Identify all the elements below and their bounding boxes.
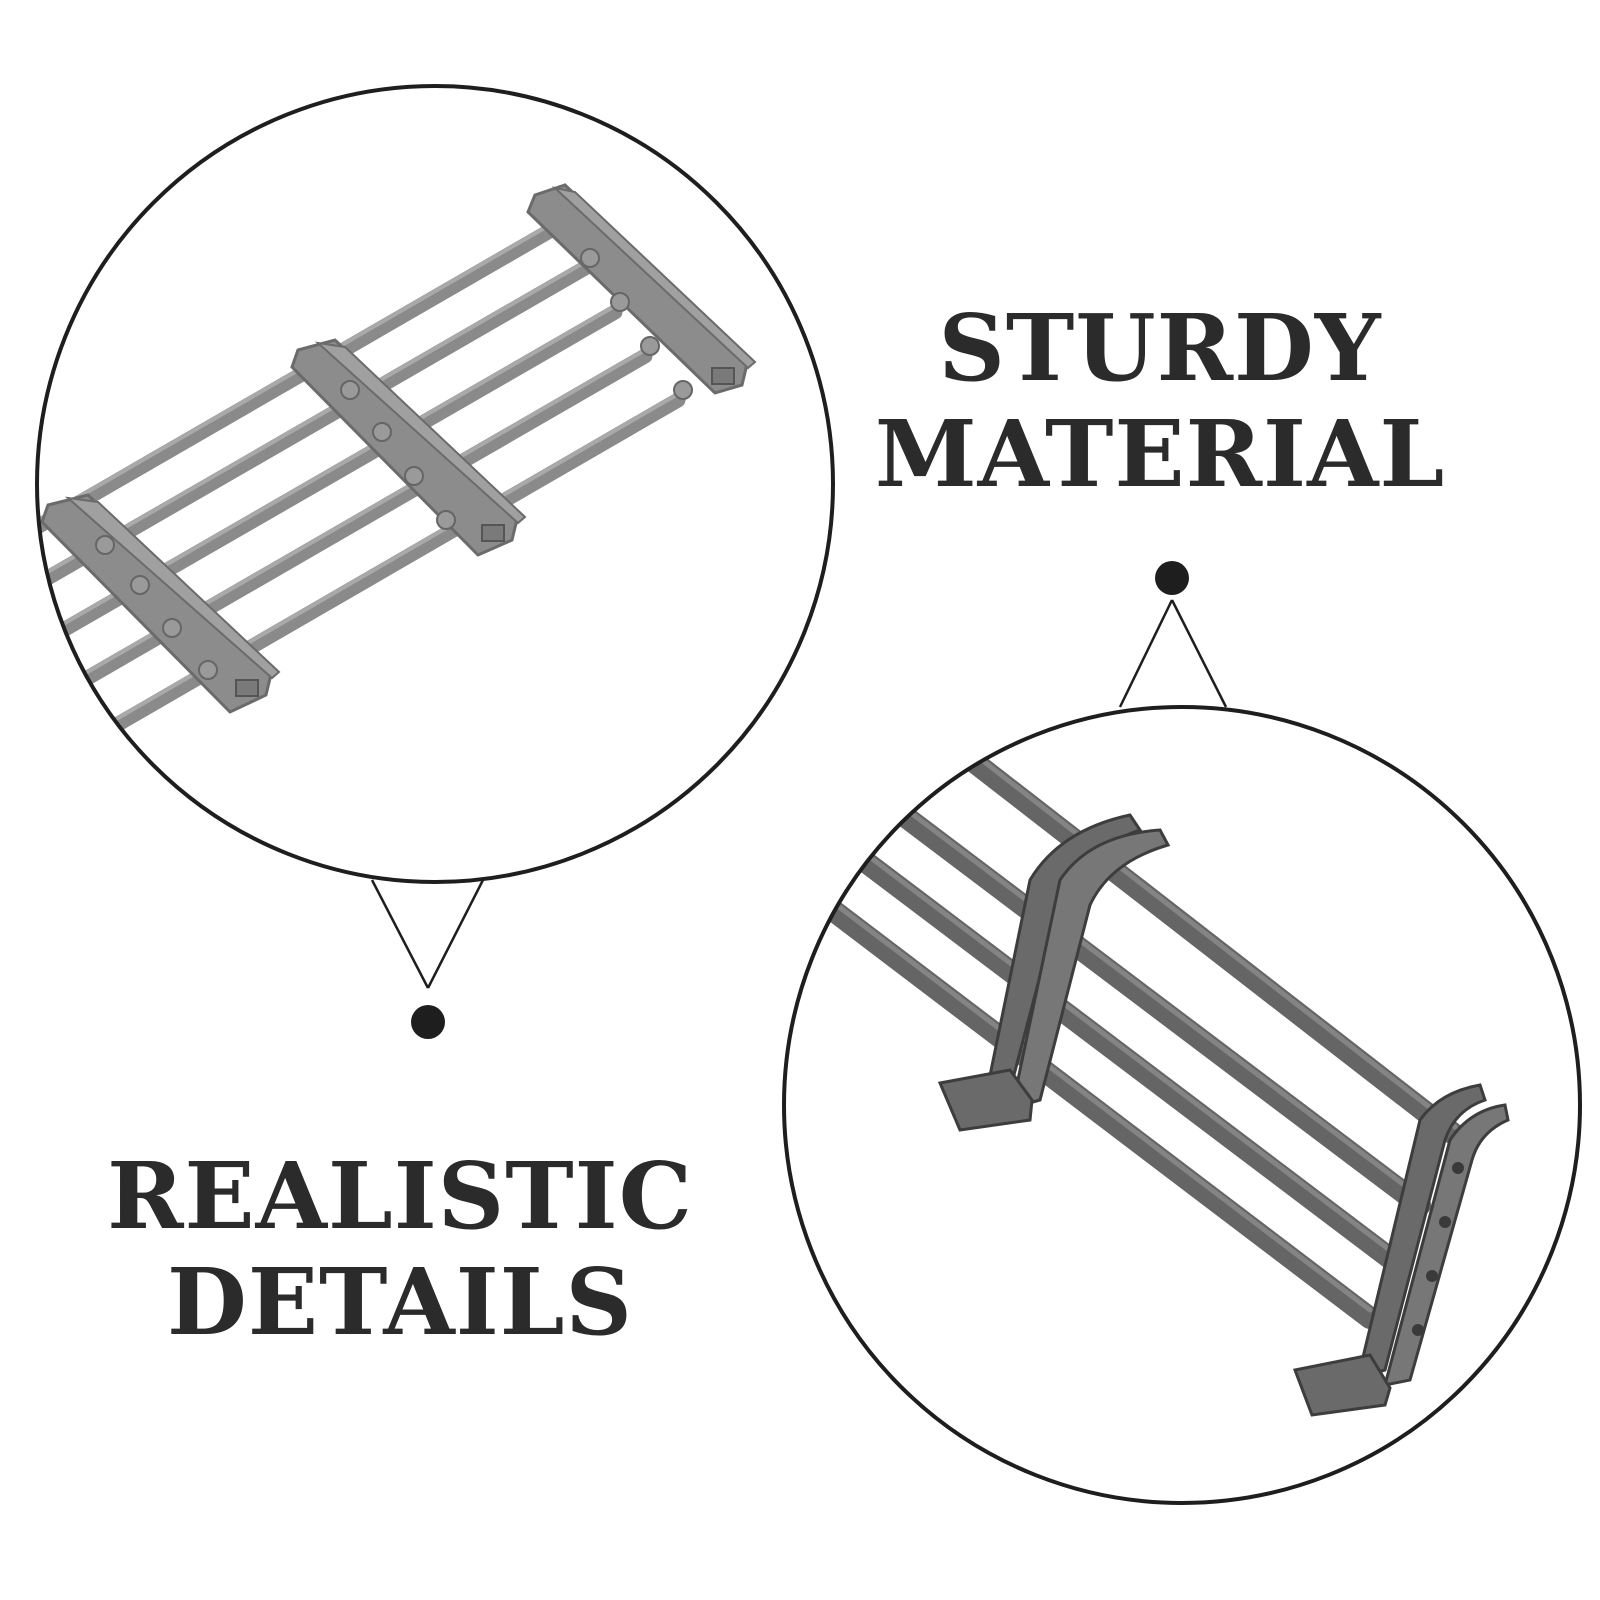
fence-rods (37, 217, 686, 783)
heading-line: REALISTIC (107, 1142, 693, 1250)
pointer-connector-bottom-right (1118, 599, 1228, 708)
fence-post (526, 183, 757, 395)
realistic-details-heading: REALISTIC DETAILS (80, 1150, 720, 1348)
zoom-circle-bottom-right (782, 705, 1582, 1505)
heading-line: STURDY (938, 294, 1382, 402)
fence-model-closeup-light (37, 183, 757, 783)
pointer-connector-top-left (370, 879, 485, 989)
sturdy-material-heading: STURDY MATERIAL (850, 302, 1470, 500)
pointer-dot-bottom-right (1155, 561, 1189, 595)
heading-line: DETAILS (167, 1248, 633, 1356)
fence-post (937, 813, 1171, 1132)
zoom-circle-top-left (35, 84, 835, 884)
fence-post (1292, 1083, 1510, 1417)
heading-line: MATERIAL (874, 400, 1446, 508)
pointer-dot-top-left (411, 1005, 445, 1039)
fence-rods (819, 709, 1466, 1329)
fence-model-closeup-dark (819, 709, 1510, 1417)
